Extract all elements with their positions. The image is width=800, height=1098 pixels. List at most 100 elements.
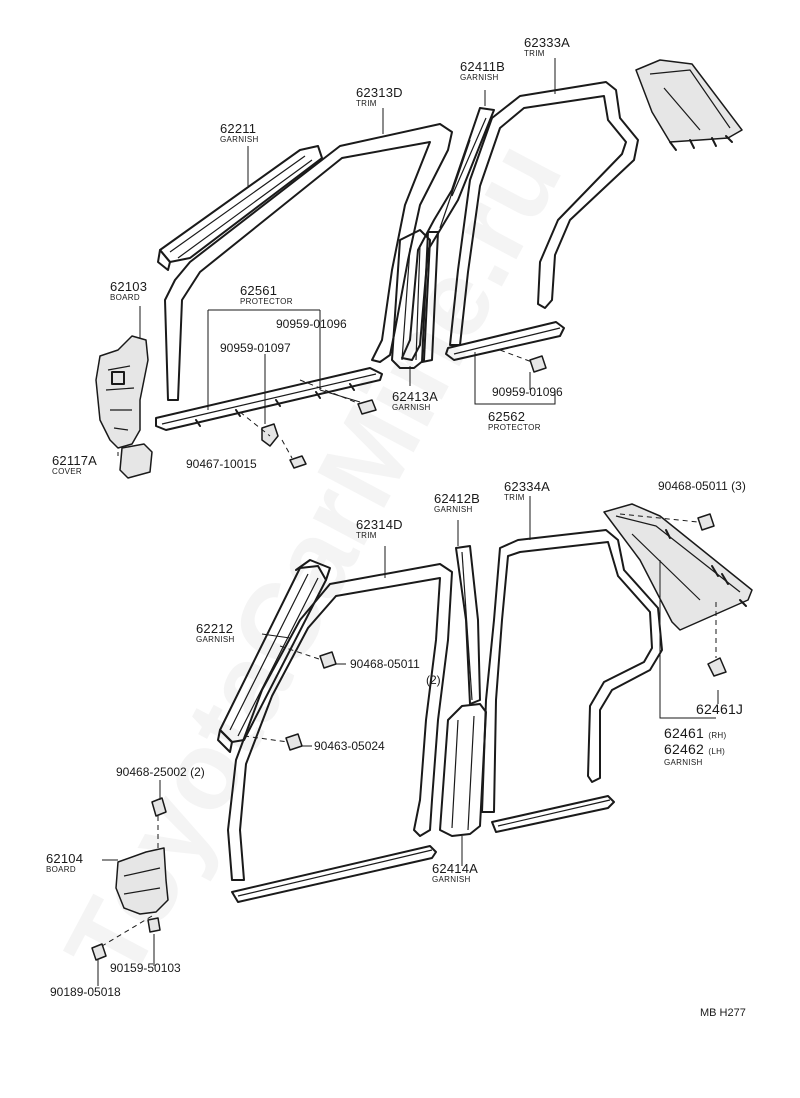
part-name: GARNISH (460, 73, 499, 82)
label-90159-50103: 90159-50103 (110, 962, 181, 974)
part-name: TRIM (504, 493, 525, 502)
label-62561: 62561 PROTECTOR (240, 284, 293, 306)
part-name: TRIM (356, 531, 377, 540)
clip-90468-25002 (151, 797, 167, 817)
part-number: 90959-01096 (276, 317, 347, 331)
label-90189-05018: 90189-05018 (50, 986, 121, 998)
part-62211-garnish (157, 145, 323, 271)
part-number: 62412B (434, 491, 481, 506)
clip-90159-50103 (147, 917, 161, 933)
leader-lines-lower (97, 496, 719, 986)
part-62103-board (95, 335, 149, 449)
part-name: TRIM (524, 49, 545, 58)
label-90468-05011-mid: 90468-05011 (2) (350, 658, 441, 686)
part-number: 62117A (52, 453, 98, 468)
part-62414A-garnish (439, 703, 487, 837)
clip-62461J (707, 657, 727, 677)
clip-90959-01096-rear (529, 355, 547, 373)
part-number: 62211 (220, 121, 257, 136)
label-62412B: 62412B GARNISH (434, 492, 480, 514)
part-name: GARNISH (392, 403, 431, 412)
part-name: PROTECTOR (240, 297, 293, 306)
clip-90463-05024 (285, 733, 303, 751)
clip-90468-05011-top (697, 513, 715, 531)
part-number: 62334A (504, 479, 551, 494)
label-62461J: 62461J (696, 702, 743, 716)
part-number: 62461J (696, 701, 744, 717)
label-62211: 62211 GARNISH (220, 122, 259, 144)
label-90463-05024: 90463-05024 (314, 740, 385, 752)
label-62103: 62103 BOARD (110, 280, 147, 302)
label-90959-01097: 90959-01097 (220, 342, 291, 354)
part-62117A-cover (119, 443, 153, 479)
part-number: 62104 (46, 851, 84, 866)
part-number: 62562 (488, 409, 526, 424)
label-62462: 62462 (LH) GARNISH (664, 742, 725, 767)
part-62334A-trim (481, 529, 663, 813)
part-number: 62461 (664, 725, 704, 741)
label-90467-10015: 90467-10015 (186, 458, 257, 470)
part-number: 62212 (196, 621, 234, 636)
part-name: BOARD (46, 865, 76, 874)
part-62412B-garnish (455, 545, 481, 705)
part-number: 62561 (240, 283, 278, 298)
label-62333A: 62333A TRIM (524, 36, 570, 58)
part-62411B-garnish (401, 107, 495, 363)
label-62461: 62461 (RH) (664, 726, 726, 742)
label-62414A: 62414A GARNISH (432, 862, 478, 884)
part-number: 90468-05011 (3) (658, 479, 746, 493)
label-62334A: 62334A TRIM (504, 480, 550, 502)
part-qty: (2) (426, 673, 441, 687)
part-number: 90189-05018 (50, 985, 121, 999)
part-side: (RH) (708, 731, 727, 740)
part-name: GARNISH (196, 635, 235, 644)
part-number: 62462 (664, 741, 704, 757)
part-62314D-trim (227, 563, 453, 881)
part-name: GARNISH (434, 505, 473, 514)
part-number: 62333A (524, 35, 571, 50)
part-number: 90467-10015 (186, 457, 257, 471)
clip-90189-05018 (91, 943, 107, 961)
label-62212: 62212 GARNISH (196, 622, 235, 644)
label-62117A: 62117A COVER (52, 454, 97, 476)
clip-90959-01096-front (357, 399, 377, 415)
part-62212-garnish (217, 559, 331, 753)
part-name: GARNISH (220, 135, 259, 144)
part-front-scuff-plate-lower (231, 845, 437, 903)
part-name: GARNISH (432, 875, 471, 884)
part-number: 90159-50103 (110, 961, 181, 975)
part-number: 62414A (432, 861, 479, 876)
part-number: 62413A (392, 389, 439, 404)
leader-lines-upper (117, 58, 556, 459)
part-62313D-trim (164, 123, 453, 401)
label-90959-01096-front: 90959-01096 (276, 318, 347, 330)
label-90959-01096-rear: 90959-01096 (492, 386, 563, 398)
part-number: 90468-25002 (2) (116, 765, 205, 779)
part-62562-protector (445, 321, 565, 361)
part-number: 62411B (460, 59, 506, 74)
part-number: 90463-05024 (314, 739, 385, 753)
part-name: BOARD (110, 293, 140, 302)
part-side: (LH) (708, 747, 726, 756)
label-62104: 62104 BOARD (46, 852, 83, 874)
part-number: 62314D (356, 517, 403, 532)
part-62333A-trim (449, 81, 639, 346)
part-number: 90468-05011 (350, 657, 420, 671)
part-rear-quarter-upper-trim (635, 59, 743, 151)
label-90468-05011-top: 90468-05011 (3) (658, 480, 746, 492)
label-62562: 62562 PROTECTOR (488, 410, 541, 432)
part-62413A-garnish (391, 229, 431, 369)
part-name: PROTECTOR (488, 423, 541, 432)
part-62104-board (115, 847, 169, 915)
clip-90467-10015 (289, 455, 307, 469)
part-62461-garnish (603, 503, 753, 631)
clip-90468-05011-mid (319, 651, 337, 669)
diagram-code: MB H277 (700, 1007, 746, 1019)
label-62411B: 62411B GARNISH (460, 60, 505, 82)
part-number: 90959-01096 (492, 385, 563, 399)
part-name: TRIM (356, 99, 377, 108)
part-number: 62103 (110, 279, 148, 294)
part-name: COVER (52, 467, 82, 476)
